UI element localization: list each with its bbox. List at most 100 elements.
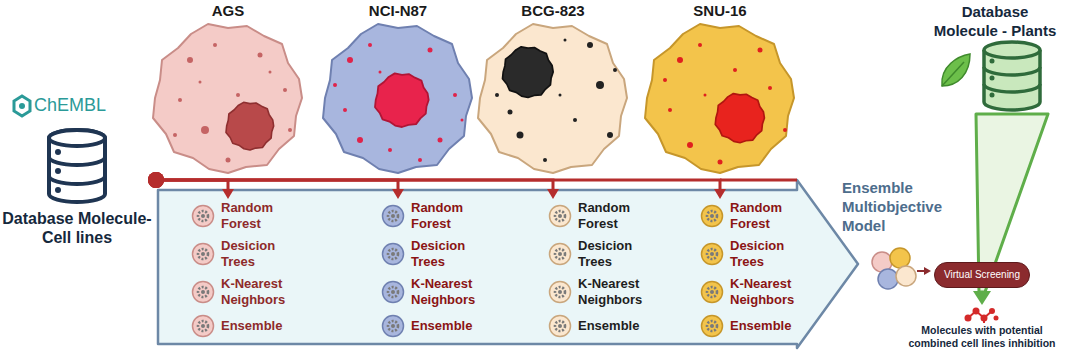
item-node: Random Forest: [700, 200, 802, 232]
ensemble-cluster-part: [917, 270, 925, 272]
ensemble-cluster-part: [896, 266, 916, 286]
model-icon-part: [201, 290, 205, 294]
connector-line: [152, 180, 720, 190]
model-icon-part: [558, 290, 562, 294]
model-band-part: [158, 180, 858, 348]
cell-bcg-823-part-part: [596, 81, 604, 89]
cell-bcg-823-part-part: [559, 94, 562, 97]
model-icon: [381, 242, 405, 266]
model-icon-part: [193, 282, 214, 303]
model-icon-part: [388, 287, 398, 297]
cell-ags-part: [173, 43, 292, 163]
model-icon-part: [198, 321, 208, 331]
item-node: Desicion Trees: [548, 238, 650, 270]
model-icon-part: [383, 244, 404, 265]
database-label: Database Molecule - Plants: [930, 2, 1060, 40]
ensemble-cluster-part: [890, 248, 910, 268]
cell-nci-n87-part-part: [438, 138, 443, 143]
chembl-logo: [14, 96, 30, 116]
cell-ags-part-part: [213, 43, 217, 47]
model-icon-part: [555, 287, 565, 297]
cell-bcg-823: [478, 24, 627, 173]
cell-nci-n87-part: [333, 43, 464, 162]
model-icon-part: [702, 282, 723, 303]
connector-dot: [148, 172, 164, 188]
plant-database-icon-part: [990, 93, 995, 98]
cell-line-name: SNU-16: [645, 2, 795, 19]
item-node: Ensemble: [191, 314, 293, 338]
connector: [148, 172, 234, 199]
model-icon: [548, 280, 572, 304]
model-icon-part: [550, 244, 571, 265]
plant-database-icon-part: [984, 42, 1040, 58]
cell-ags-part: [226, 102, 274, 150]
model-icon: [548, 314, 572, 338]
cell-snu-16-part: [715, 94, 764, 143]
arrow-head: [392, 189, 404, 199]
molecule-icon: [962, 306, 1002, 324]
model-text: Random Forest: [221, 200, 293, 232]
model-text: K-Nearest Neighbors: [221, 276, 293, 308]
model-icon-part: [710, 290, 714, 294]
annotation-label: ChEMBL: [34, 95, 106, 116]
item-node: K-Nearest Neighbors: [700, 276, 802, 308]
cell-snu-16-part-part: [768, 86, 772, 90]
cell-ags-part-part: [173, 133, 177, 137]
cell-nci-n87-part-part: [368, 43, 372, 47]
model-icon-part: [391, 324, 395, 328]
model-icon-part: [550, 316, 571, 337]
cell-nci-n87-part-part: [357, 137, 363, 143]
cell-snu-16-part-part: [718, 160, 723, 165]
model-text: Ensemble: [730, 318, 802, 334]
model-icon-part: [707, 321, 717, 331]
model-text: Ensemble: [411, 318, 483, 334]
model-icon-part: [550, 206, 571, 227]
item-node: K-Nearest Neighbors: [191, 276, 293, 308]
model-icon: [700, 280, 724, 304]
plant-database-icon-part: [942, 62, 964, 86]
database-icon-part: [49, 130, 105, 146]
model-icon-part: [383, 206, 404, 227]
cell-snu-16-part-part: [663, 78, 667, 82]
ensemble-cluster: [872, 248, 931, 289]
cell-node: SNU-16: [645, 2, 795, 172]
cell-node: BCG-823: [478, 2, 628, 172]
model-text: K-Nearest Neighbors: [411, 276, 483, 308]
plant-database-icon-part: [990, 59, 995, 64]
cell-nci-n87-part: [375, 73, 429, 127]
model-icon: [191, 314, 215, 338]
red-line: [720, 179, 797, 182]
cell-ags-part-part: [199, 81, 202, 84]
item-node: Random Forest: [191, 200, 293, 232]
model-text: Desicion Trees: [578, 238, 650, 270]
cell-line-name: BCG-823: [478, 2, 628, 19]
database-icon-part: [49, 130, 105, 146]
model-icon: [191, 280, 215, 304]
model-name: K-Nearest Neighbors: [411, 276, 483, 308]
db-node: Database Molecule-Cell lines: [2, 128, 152, 247]
item-node: Ensemble: [548, 314, 650, 338]
model-text: Desicion Trees: [730, 238, 802, 270]
model-icon-part: [707, 249, 717, 259]
model-icon-part: [707, 287, 717, 297]
model-name: Ensemble: [730, 318, 802, 334]
cell-bcg-823-part-part: [543, 158, 547, 162]
cell-snu-16-part-part: [704, 94, 707, 97]
model-icon-part: [391, 290, 395, 294]
arrow-head: [222, 189, 234, 199]
connector: [148, 172, 404, 199]
result-label: Molecules with potential combined cell l…: [903, 324, 1061, 350]
cell-bcg-823-part-part: [607, 132, 613, 138]
cell-node: NCI-N87: [323, 2, 473, 172]
cell-ags-part-part: [178, 98, 182, 102]
model-icon-part: [198, 287, 208, 297]
model-icon: [191, 204, 215, 228]
model-name: Desicion Trees: [221, 238, 293, 270]
cell-ags: [153, 24, 302, 173]
model-text: Ensemble: [221, 318, 293, 334]
cell-ags-part-part: [226, 158, 231, 163]
model-icon-part: [198, 211, 208, 221]
molecule-icon-part-part: [973, 308, 980, 315]
item-node: Desicion Trees: [700, 238, 802, 270]
model-icon-part: [201, 252, 205, 256]
